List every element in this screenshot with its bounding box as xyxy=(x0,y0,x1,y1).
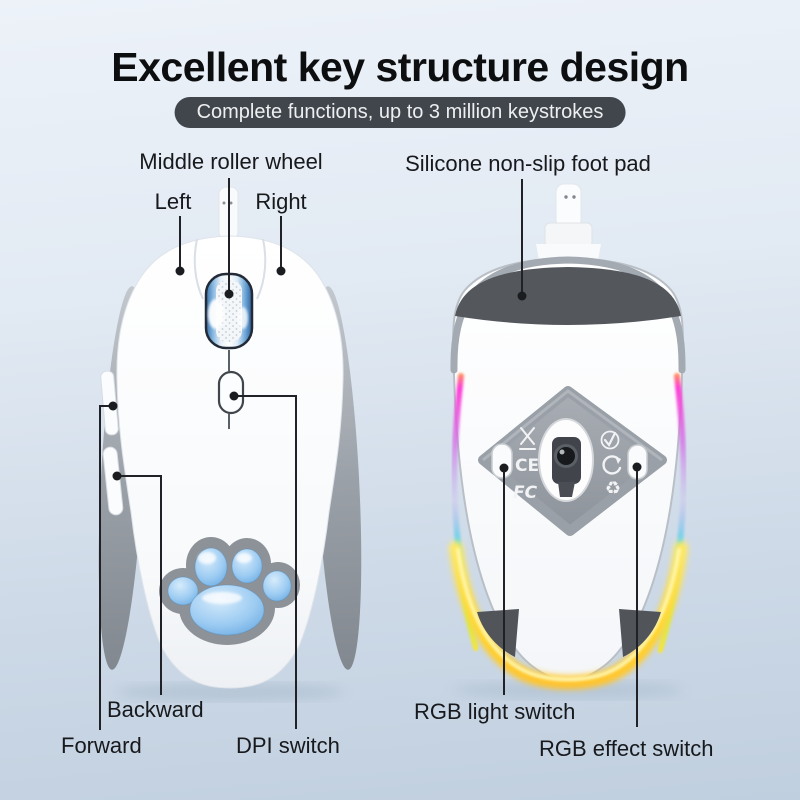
dpi-button xyxy=(217,370,245,415)
callout-lines xyxy=(99,178,638,730)
left-mouse-shadow xyxy=(115,683,345,701)
sensor-plate: CE FC ♻ xyxy=(478,386,667,536)
right-mouse-shadow xyxy=(453,681,683,699)
scroll-wheel xyxy=(204,272,254,350)
rgb-glow-bottom-core xyxy=(456,548,681,682)
silicone-foot-right xyxy=(619,609,661,657)
label-left-button: Left xyxy=(154,189,192,214)
callout-dots xyxy=(108,266,642,481)
subtitle-badge: Complete functions, up to 3 million keys… xyxy=(174,97,626,128)
weee-icon xyxy=(519,427,536,450)
cat-paw-pad xyxy=(159,537,300,645)
right-button-seam xyxy=(256,238,267,300)
mouse-bottom-view: CE FC ♻ xyxy=(449,183,688,690)
cable-strain-relief xyxy=(536,183,601,266)
label-dpi-switch: DPI switch xyxy=(236,733,340,758)
page-title: Excellent key structure design xyxy=(111,44,689,90)
certified-check-icon xyxy=(600,430,620,450)
sensor-lens xyxy=(554,444,578,468)
forward-side-button xyxy=(100,370,119,436)
left-button-seam xyxy=(193,238,204,300)
top-rim xyxy=(450,256,686,374)
fcc-mark: FC xyxy=(513,483,538,503)
label-foot-pad: Silicone non-slip foot pad xyxy=(405,151,651,176)
label-backward: Backward xyxy=(107,697,204,722)
silicone-foot-left xyxy=(477,609,519,657)
mouse-top-view xyxy=(98,186,362,689)
recycle-icon: ♻ xyxy=(605,478,621,499)
ce-mark: CE xyxy=(515,456,539,476)
backward-side-button xyxy=(102,446,124,516)
label-middle-roller-wheel: Middle roller wheel xyxy=(139,149,323,174)
label-rgb-light-switch: RGB light switch xyxy=(414,699,576,724)
silicone-foot-pad-top xyxy=(455,267,681,325)
label-rgb-effect-switch: RGB effect switch xyxy=(539,736,714,761)
rgb-light-switch-control xyxy=(491,443,513,479)
rotate-arrow-icon xyxy=(602,455,622,475)
label-right-button: Right xyxy=(255,189,307,214)
label-forward: Forward xyxy=(61,733,142,758)
